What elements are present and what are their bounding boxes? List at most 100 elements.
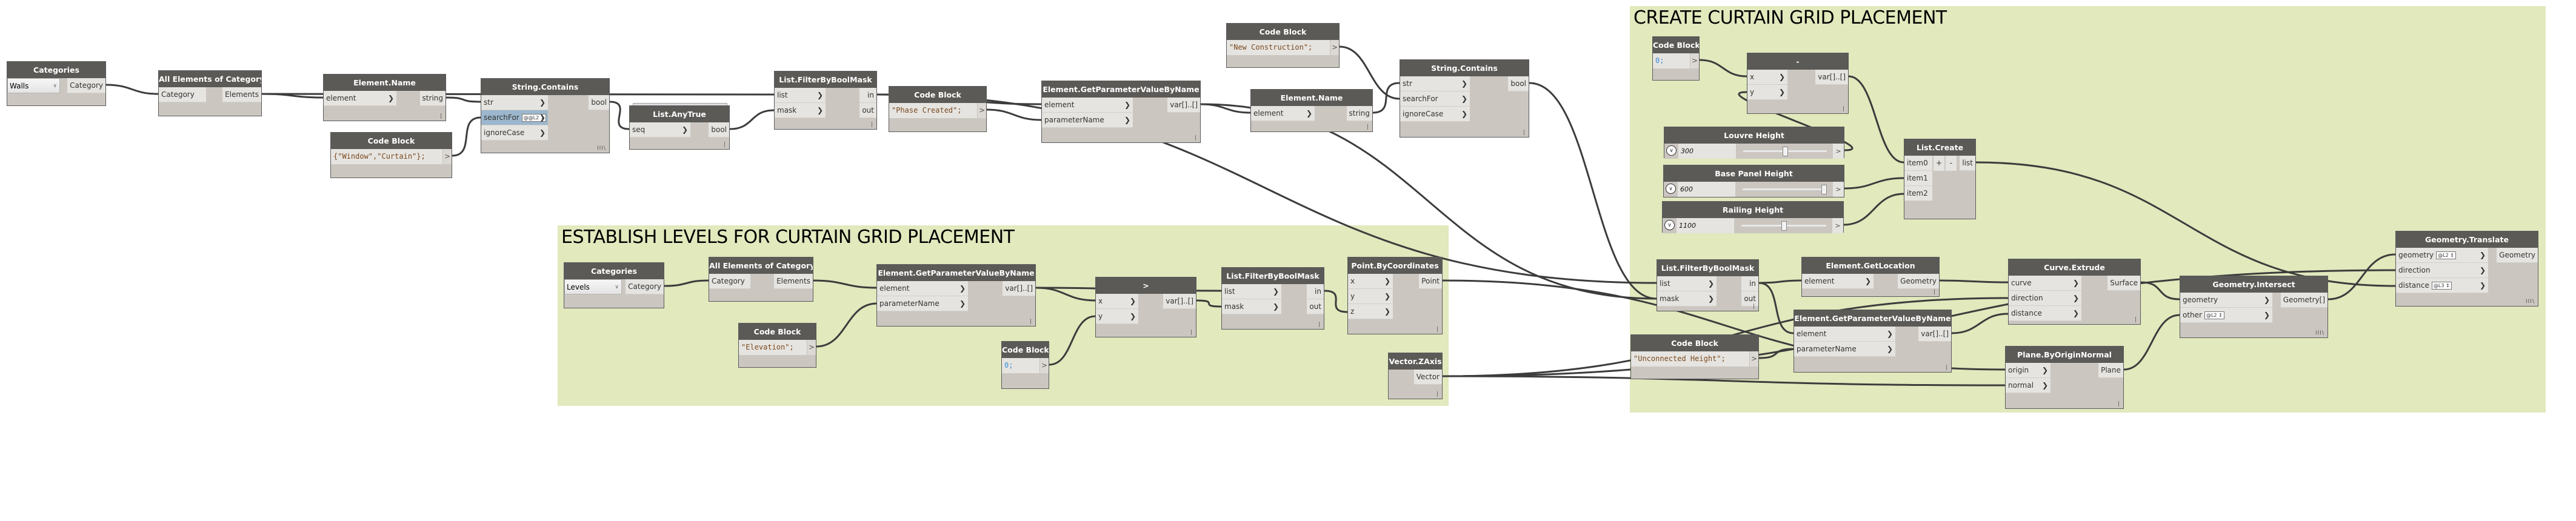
output-port-in[interactable]: in <box>859 88 876 103</box>
input-port-direction[interactable]: direction❯ <box>2396 263 2488 278</box>
connector-wire[interactable] <box>445 96 481 103</box>
output-port-list[interactable]: list <box>1960 156 1975 171</box>
output-port-geometry[interactable]: Geometry <box>1898 274 1939 289</box>
output-port-point[interactable]: Point <box>1419 274 1442 289</box>
output-port-category[interactable]: Category <box>626 279 664 294</box>
input-port-parametername[interactable]: parameterName❯ <box>1794 342 1895 357</box>
code-editor[interactable]: 0;> <box>1002 358 1049 373</box>
input-port-str[interactable]: str❯ <box>1400 76 1470 91</box>
input-port-element[interactable]: element❯ <box>877 281 968 296</box>
list-level-spinner[interactable]: @L2 ↕ <box>2204 311 2224 319</box>
input-port-z[interactable]: z❯ <box>1348 304 1393 319</box>
slider-thumb[interactable] <box>1782 147 1788 156</box>
connector-wire[interactable] <box>609 101 630 130</box>
lacing-indicator[interactable]: III\ <box>2526 299 2535 305</box>
lacing-indicator[interactable]: III\ <box>597 145 606 151</box>
output-port-out[interactable]: out <box>1307 299 1324 314</box>
output-port[interactable]: > <box>1749 351 1758 367</box>
input-port-list[interactable]: list❯ <box>1222 284 1281 299</box>
connector-wire[interactable] <box>452 116 481 157</box>
node-code-block[interactable]: Code Block"New Construction";> <box>1226 23 1340 68</box>
input-port-parametername[interactable]: parameterName❯ <box>1042 113 1133 128</box>
output-port-bool[interactable]: bool <box>589 95 609 110</box>
output-port-in[interactable]: in <box>1307 284 1324 299</box>
remove-input-button[interactable]: - <box>1946 156 1957 171</box>
output-port-out[interactable]: out <box>859 103 876 118</box>
output-port-bool[interactable]: bool <box>709 122 729 138</box>
connector-wire[interactable] <box>1200 103 1251 114</box>
input-port-parametername[interactable]: parameterName❯ <box>877 296 968 311</box>
code-editor[interactable]: "Unconnected Height";> <box>1631 351 1758 367</box>
node-louvre-height[interactable]: Louvre Height∨300> <box>1664 127 1844 159</box>
connector-wire[interactable] <box>1372 82 1400 114</box>
input-port-category[interactable]: Category <box>159 87 206 102</box>
input-port-other[interactable]: other@L2 ↕❯ <box>2180 308 2272 323</box>
input-port-searchfor[interactable]: searchFor@@L2 ↕❯ <box>481 110 548 125</box>
expand-toggle-icon[interactable]: ∨ <box>1666 184 1676 194</box>
input-port-mask[interactable]: mask❯ <box>1657 291 1717 307</box>
lacing-indicator[interactable]: III\ <box>2315 330 2324 336</box>
input-port-normal[interactable]: normal❯ <box>2006 378 2050 393</box>
connector-wire[interactable] <box>261 93 324 99</box>
number-slider[interactable]: ∨600> <box>1664 182 1844 197</box>
input-port-ignorecase[interactable]: ignoreCase❯ <box>481 125 548 141</box>
code-editor[interactable]: "New Construction";> <box>1227 40 1339 55</box>
node-base-panel-height[interactable]: Base Panel Height∨600> <box>1663 165 1844 197</box>
input-port-element[interactable]: element❯ <box>1794 327 1895 342</box>
input-port-direction[interactable]: direction❯ <box>2009 291 2081 306</box>
slider-thumb[interactable] <box>1781 221 1787 231</box>
lacing-indicator[interactable]: | <box>1752 304 1755 310</box>
input-port-searchfor[interactable]: searchFor❯ <box>1400 91 1470 107</box>
input-port-list[interactable]: list❯ <box>1657 276 1717 291</box>
input-port-y[interactable]: y❯ <box>1747 85 1787 100</box>
output-port[interactable]: > <box>1833 144 1844 159</box>
number-slider[interactable]: ∨1100> <box>1663 218 1843 233</box>
number-slider[interactable]: ∨300> <box>1664 144 1844 159</box>
output-port-var[interactable]: var[]..[] <box>1003 281 1035 296</box>
lacing-indicator[interactable]: | <box>1194 135 1197 141</box>
output-port-var[interactable]: var[]..[] <box>1815 70 1848 85</box>
lacing-indicator[interactable]: | <box>2117 401 2120 407</box>
output-port-category[interactable]: Category <box>67 78 105 93</box>
input-port-distance[interactable]: distance@L3 ↕❯ <box>2396 278 2488 293</box>
lacing-indicator[interactable]: | <box>870 122 873 128</box>
output-port[interactable]: > <box>1330 40 1339 55</box>
lacing-indicator[interactable]: | <box>1436 391 1439 397</box>
output-port-string[interactable]: string <box>419 91 445 106</box>
output-port-surface[interactable]: Surface <box>2107 276 2140 291</box>
code-editor[interactable]: "Phase Created";> <box>889 103 986 118</box>
output-port-bool[interactable]: bool <box>1508 76 1529 91</box>
output-port-vector[interactable]: Vector <box>1413 370 1442 385</box>
node-code-block[interactable]: Code Block{"Window","Curtain"};> <box>330 132 452 178</box>
node-railing-height[interactable]: Railing Height∨1100> <box>1662 201 1844 233</box>
slider-value-field[interactable]: 600 <box>1678 182 1735 197</box>
output-port[interactable]: > <box>1690 53 1699 68</box>
output-port[interactable]: > <box>1039 358 1049 373</box>
input-port-curve[interactable]: curve❯ <box>2009 276 2081 291</box>
input-port-y[interactable]: y❯ <box>1348 289 1393 304</box>
lacing-indicator[interactable]: | <box>1933 289 1936 295</box>
input-port-x[interactable]: x❯ <box>1747 70 1787 85</box>
list-level-spinner[interactable]: @L3 ↕ <box>2431 282 2452 290</box>
input-port-distance[interactable]: distance❯ <box>2009 306 2081 321</box>
input-port-category[interactable]: Category <box>709 274 750 289</box>
code-editor[interactable]: "Elevation";> <box>739 340 816 355</box>
output-port-var[interactable]: var[]..[] <box>1167 98 1200 113</box>
expand-toggle-icon[interactable]: ∨ <box>1664 220 1675 230</box>
lacing-indicator[interactable]: | <box>723 142 726 148</box>
expand-toggle-icon[interactable]: ∨ <box>1666 145 1677 156</box>
output-port-in[interactable]: in <box>1741 276 1758 291</box>
output-port-geometry[interactable]: Geometry <box>2497 248 2538 263</box>
